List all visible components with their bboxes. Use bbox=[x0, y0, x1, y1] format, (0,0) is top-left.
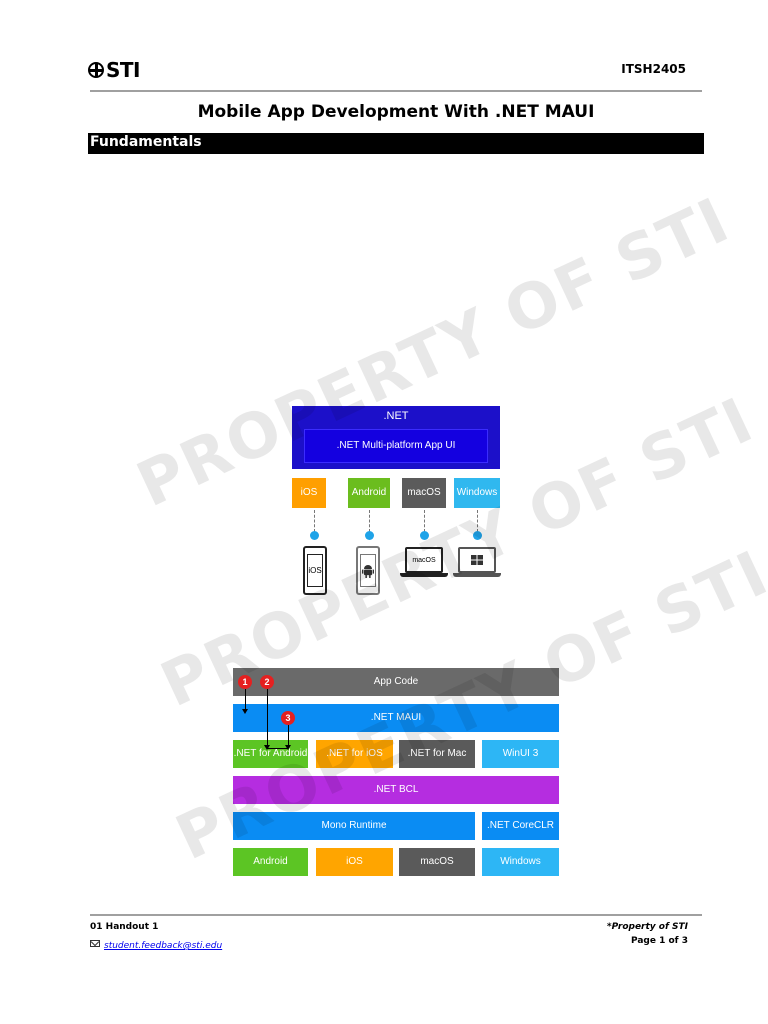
laptop-base bbox=[453, 573, 501, 577]
mono-runtime-layer: Mono Runtime bbox=[233, 812, 475, 840]
arrow-head-icon bbox=[264, 745, 270, 750]
laptop-base bbox=[400, 573, 448, 577]
globe-icon bbox=[88, 62, 104, 78]
feedback-email-row: student.feedback@sti.edu bbox=[90, 935, 222, 953]
app-code-layer: App Code bbox=[233, 668, 559, 696]
handout-label: 01 Handout 1 bbox=[90, 922, 159, 932]
os-windows: Windows bbox=[482, 848, 559, 876]
os-android: Android bbox=[233, 848, 308, 876]
mac-screen-label: macOS bbox=[412, 556, 436, 564]
footer-divider bbox=[90, 914, 702, 916]
iphone-screen: iOS bbox=[307, 554, 323, 587]
net-ios-layer: .NET for iOS bbox=[316, 740, 393, 768]
coreclr-layer: .NET CoreCLR bbox=[482, 812, 559, 840]
connector-dot bbox=[420, 531, 429, 540]
net-bcl-layer: .NET BCL bbox=[233, 776, 559, 804]
connector-dot bbox=[310, 531, 319, 540]
logo-text: STI bbox=[106, 58, 141, 82]
call-path-line-1 bbox=[245, 689, 246, 709]
iphone-icon: iOS bbox=[303, 546, 327, 595]
mail-icon bbox=[90, 940, 100, 948]
connector-dot bbox=[473, 531, 482, 540]
document-title: Mobile App Development With .NET MAUI bbox=[197, 102, 595, 122]
net-label: .NET bbox=[383, 410, 409, 422]
connector-dot bbox=[365, 531, 374, 540]
course-code: ITSH2405 bbox=[621, 62, 686, 76]
maui-architecture-diagram: App Code .NET MAUI .NET for Android .NET… bbox=[233, 668, 559, 878]
feedback-email-link[interactable]: student.feedback@sti.edu bbox=[104, 941, 223, 951]
platform-windows: Windows bbox=[454, 478, 500, 508]
call-path-line-2 bbox=[267, 689, 268, 745]
connector bbox=[477, 510, 478, 532]
android-robot-icon bbox=[362, 564, 374, 578]
connector bbox=[424, 510, 425, 532]
os-ios: iOS bbox=[316, 848, 393, 876]
platform-ios: iOS bbox=[292, 478, 326, 508]
arrow-head-icon bbox=[242, 709, 248, 714]
call-path-link bbox=[267, 748, 288, 749]
android-phone-icon bbox=[356, 546, 380, 595]
mac-laptop-icon: macOS bbox=[405, 547, 443, 573]
net-block: .NET .NET Multi-platform App UI bbox=[292, 406, 500, 469]
net-android-layer: .NET for Android bbox=[233, 740, 308, 768]
header-divider bbox=[90, 90, 702, 92]
call-path-badge-3: 3 bbox=[281, 711, 295, 725]
call-path-line-3 bbox=[288, 725, 289, 745]
arrow-head-icon bbox=[285, 745, 291, 750]
connector bbox=[369, 510, 370, 532]
connector bbox=[314, 510, 315, 532]
windows-logo-icon bbox=[471, 555, 483, 565]
platform-macos: macOS bbox=[402, 478, 446, 508]
maui-platform-diagram: .NET .NET Multi-platform App UI iOS Andr… bbox=[292, 406, 501, 606]
platform-android: Android bbox=[348, 478, 390, 508]
net-mac-layer: .NET for Mac bbox=[399, 740, 475, 768]
page-number: Page 1 of 3 bbox=[631, 936, 688, 946]
call-path-badge-1: 1 bbox=[238, 675, 252, 689]
property-label: *Property of STI bbox=[606, 922, 688, 932]
section-heading: Fundamentals bbox=[88, 133, 704, 154]
sti-logo: STI bbox=[88, 58, 141, 82]
os-macos: macOS bbox=[399, 848, 475, 876]
windows-laptop-icon bbox=[458, 547, 496, 573]
maui-block: .NET Multi-platform App UI bbox=[304, 429, 488, 463]
winui-layer: WinUI 3 bbox=[482, 740, 559, 768]
call-path-badge-2: 2 bbox=[260, 675, 274, 689]
